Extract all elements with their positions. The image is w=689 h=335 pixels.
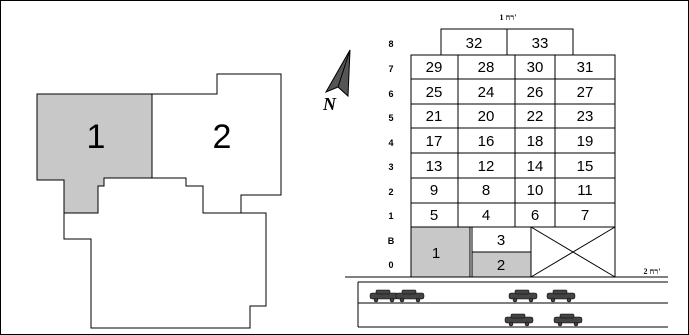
unit-number: 23 <box>577 108 594 125</box>
floor-label: B <box>388 236 395 246</box>
unit-number: 33 <box>532 35 549 52</box>
unit-number: 18 <box>527 133 544 150</box>
unit-number: 21 <box>426 108 443 125</box>
unit-number: 19 <box>577 133 594 150</box>
unit-number: 30 <box>527 59 544 76</box>
floor-label: 7 <box>388 64 393 74</box>
unit-number: 12 <box>478 158 495 175</box>
unit-number: 5 <box>430 207 438 224</box>
unit-number: 32 <box>466 35 483 52</box>
floor-label: 4 <box>388 138 393 148</box>
floor-label: 1 <box>388 211 393 221</box>
unit-number: 9 <box>430 182 438 199</box>
unit-number: 31 <box>577 59 594 76</box>
street-1-label: 1 רח' <box>500 13 517 22</box>
north-arrow-icon <box>324 49 351 98</box>
unit-2-cell <box>471 251 532 278</box>
unit-number: 20 <box>478 108 495 125</box>
car-icon <box>508 289 538 303</box>
unit-number: 2 <box>497 257 505 274</box>
unit-number: 13 <box>426 158 443 175</box>
north-arrow: N <box>322 49 351 114</box>
cars <box>369 289 583 327</box>
unit-number: 25 <box>426 84 443 101</box>
unit-number: 15 <box>577 158 594 175</box>
car-icon <box>553 313 583 327</box>
lot-1-label: 1 <box>87 118 106 156</box>
lot-2-label: 2 <box>213 118 232 156</box>
unit-number: 24 <box>478 84 495 101</box>
floor-label: 0 <box>388 260 393 270</box>
unit-number: 11 <box>577 182 593 199</box>
floor-label: 2 <box>388 187 393 197</box>
car-icon <box>504 313 534 327</box>
floor-label: 8 <box>388 39 393 49</box>
floor-label: 5 <box>388 113 393 123</box>
unit-number: 27 <box>577 84 594 101</box>
unit-1-cell <box>410 226 471 278</box>
car-icon <box>546 289 576 303</box>
unit-number: 6 <box>531 207 539 224</box>
unit-number: 10 <box>527 182 544 199</box>
unit-number: 26 <box>527 84 544 101</box>
unit-number: 28 <box>478 59 495 76</box>
floor-label: 6 <box>388 89 393 99</box>
unit-number: 16 <box>478 133 495 150</box>
car-icon <box>369 289 399 303</box>
car-icon <box>395 289 425 303</box>
floor-label: 3 <box>388 162 393 172</box>
unit-number: 1 <box>432 245 440 262</box>
unit-number: 4 <box>482 207 490 224</box>
building-section: 1 רח' 2 רח' 8 7 <box>345 13 668 328</box>
unit-number: 3 <box>497 232 505 249</box>
unit-number: 17 <box>426 133 443 150</box>
unit-number: 7 <box>581 207 589 224</box>
unit-number: 29 <box>426 59 443 76</box>
lower-parcel-outline <box>63 212 267 329</box>
unit-number: 14 <box>527 158 544 175</box>
street-2-label: 2 רח' <box>644 267 661 276</box>
north-label: N <box>322 94 337 114</box>
unit-number: 22 <box>527 108 544 125</box>
site-plan: 1 2 <box>36 73 282 329</box>
unit-number: 8 <box>482 182 490 199</box>
